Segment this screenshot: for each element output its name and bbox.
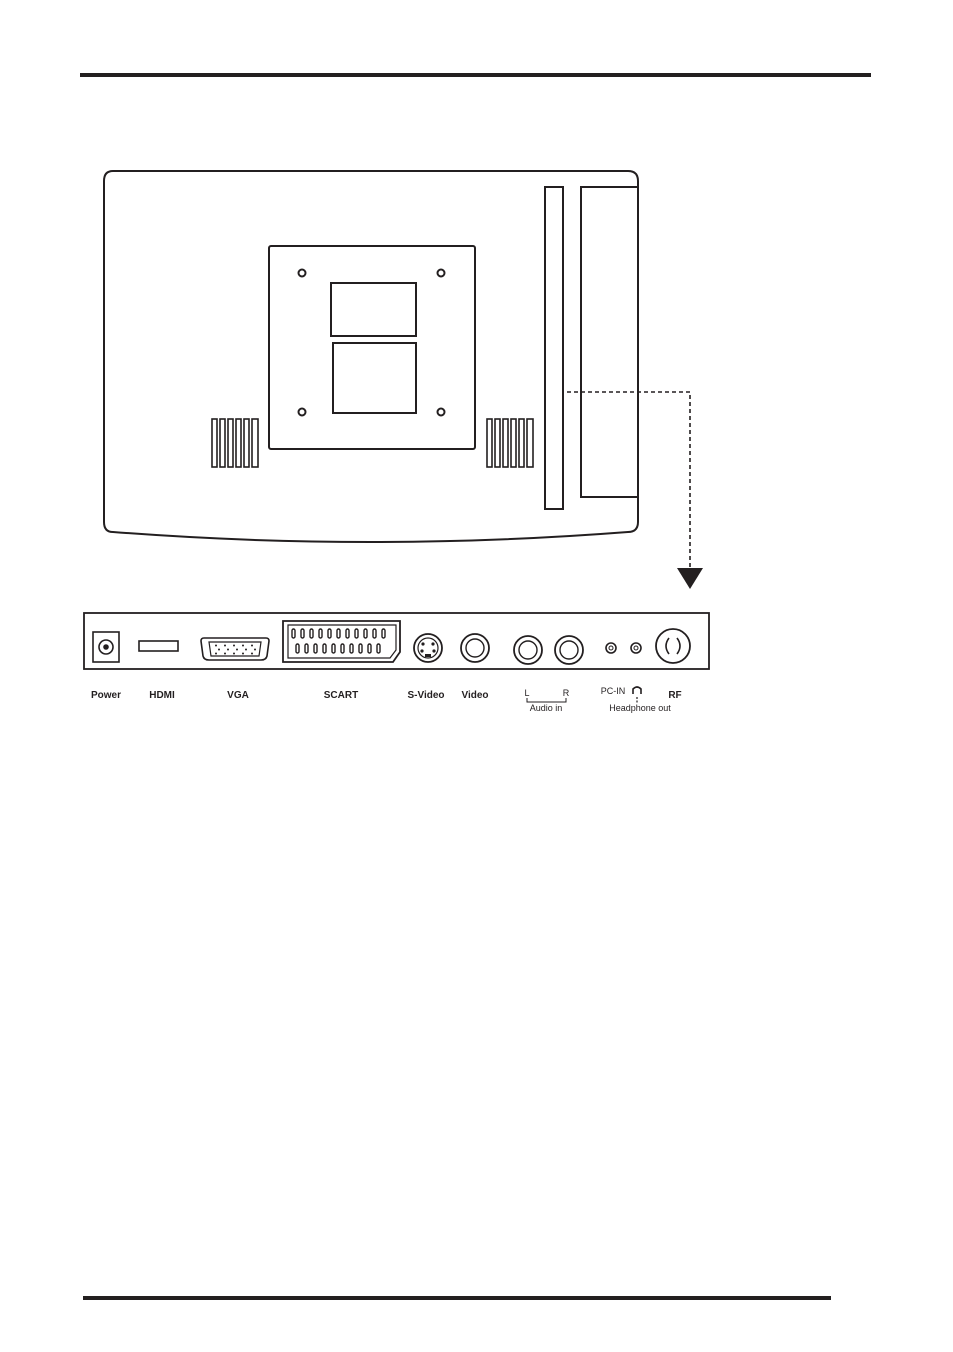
- pointer-arrow-icon: [677, 568, 703, 589]
- pc-in-port-icon: [606, 643, 616, 653]
- audio-right-port-icon: [555, 636, 583, 664]
- label-power: Power: [91, 690, 121, 701]
- mount-cutout-upper: [331, 283, 416, 336]
- vga-port-icon: [201, 638, 269, 660]
- svideo-port-icon: [414, 634, 442, 662]
- tv-back-housing: [104, 171, 638, 542]
- label-audio-in: Audio in: [530, 703, 563, 713]
- label-audio-right: R: [563, 688, 570, 698]
- pointer-dashed-line: [567, 392, 690, 567]
- headphone-port-icon: [631, 643, 641, 653]
- speaker-grille-right: [487, 419, 533, 467]
- mount-screw-hole: [438, 270, 445, 277]
- headphone-icon: [633, 687, 641, 694]
- mount-screw-hole: [299, 270, 306, 277]
- scart-port-icon: [283, 621, 400, 662]
- label-svideo: S-Video: [407, 690, 444, 701]
- speaker-grille-left: [212, 419, 258, 467]
- audio-group-bracket: [527, 698, 566, 702]
- label-scart: SCART: [324, 690, 358, 701]
- label-rf: RF: [668, 690, 681, 701]
- hdmi-port-icon: [139, 641, 178, 651]
- label-video: Video: [461, 690, 488, 701]
- side-strip: [545, 187, 563, 509]
- label-headphone-out: Headphone out: [609, 703, 671, 713]
- power-jack-icon: [93, 632, 119, 662]
- mount-cutout-lower: [333, 343, 416, 413]
- label-vga: VGA: [227, 690, 249, 701]
- rf-port-icon: [656, 629, 690, 663]
- label-audio-left: L: [524, 688, 529, 698]
- label-pc-in: PC-IN: [601, 686, 626, 696]
- mount-screw-hole: [299, 409, 306, 416]
- video-port-icon: [461, 634, 489, 662]
- mount-screw-hole: [438, 409, 445, 416]
- side-connector-panel: [581, 187, 638, 497]
- audio-left-port-icon: [514, 636, 542, 664]
- label-hdmi: HDMI: [149, 690, 175, 701]
